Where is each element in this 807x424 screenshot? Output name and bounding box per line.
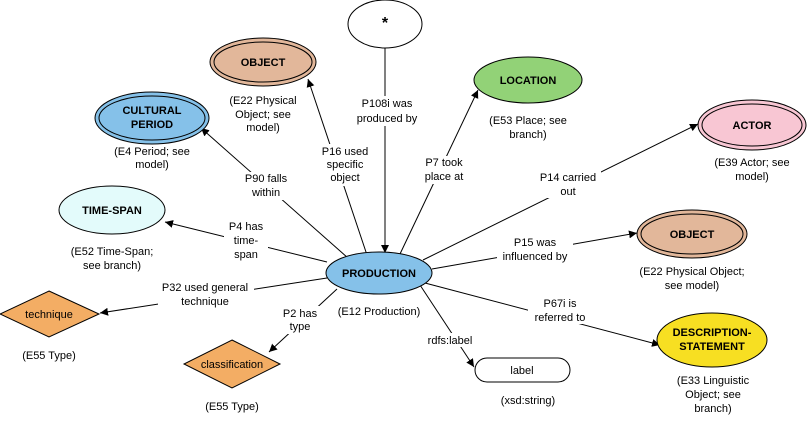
svg-text:*: * xyxy=(382,15,389,32)
svg-text:P4 has: P4 has xyxy=(229,221,264,233)
svg-text:P90 falls: P90 falls xyxy=(245,173,288,185)
svg-text:P16 used: P16 used xyxy=(322,146,368,158)
svg-text:(E55 Type): (E55 Type) xyxy=(22,350,76,362)
svg-text:Object; see: Object; see xyxy=(685,389,741,401)
svg-text:(E53 Place; see: (E53 Place; see xyxy=(489,115,567,127)
svg-text:model): model) xyxy=(735,171,769,183)
svg-text:specific: specific xyxy=(327,159,364,171)
svg-text:PERIOD: PERIOD xyxy=(131,119,173,131)
svg-text:model): model) xyxy=(246,122,280,134)
svg-text:(E22 Physical: (E22 Physical xyxy=(229,95,296,107)
node-description-statement[interactable]: DESCRIPTION- STATEMENT (E33 Linguistic O… xyxy=(656,312,768,415)
edge-label-rdfs: rdfs:label xyxy=(418,333,482,347)
svg-text:Object; see: Object; see xyxy=(235,109,291,121)
svg-text:(E52 Time-Span;: (E52 Time-Span; xyxy=(71,246,154,258)
node-object-top[interactable]: OBJECT (E22 Physical Object; see model) xyxy=(209,37,317,134)
svg-text:ACTOR: ACTOR xyxy=(733,120,772,132)
node-label[interactable]: label (xsd:string) xyxy=(474,357,571,407)
svg-text:P108i was: P108i was xyxy=(362,98,413,110)
svg-text:TIME-SPAN: TIME-SPAN xyxy=(82,205,142,217)
edge-label-p2: P2 has type xyxy=(278,306,324,334)
svg-text:(E22 Physical Object;: (E22 Physical Object; xyxy=(639,266,744,278)
svg-text:P14 carried: P14 carried xyxy=(540,172,596,184)
svg-text:branch): branch) xyxy=(509,129,546,141)
svg-text:produced by: produced by xyxy=(357,113,418,125)
edge-label-p14: P14 carried out xyxy=(535,170,601,198)
svg-text:LOCATION: LOCATION xyxy=(500,75,557,87)
node-production[interactable]: PRODUCTION (E12 Production) xyxy=(325,251,433,318)
svg-text:branch): branch) xyxy=(694,403,731,415)
svg-text:P32 used general: P32 used general xyxy=(162,282,248,294)
svg-text:within: within xyxy=(251,187,280,199)
svg-text:model): model) xyxy=(135,159,169,171)
svg-text:classification: classification xyxy=(201,359,263,371)
edge-label-p15: P15 was influenced by xyxy=(497,235,573,263)
svg-text:(E33 Linguistic: (E33 Linguistic xyxy=(677,375,750,387)
svg-text:(E4 Period; see: (E4 Period; see xyxy=(114,146,190,158)
svg-text:PRODUCTION: PRODUCTION xyxy=(342,268,416,280)
node-cultural-period[interactable]: CULTURAL PERIOD (E4 Period; see model) xyxy=(94,91,210,171)
edge-label-p7: P7 took place at xyxy=(420,156,468,184)
svg-text:CULTURAL: CULTURAL xyxy=(122,105,181,117)
edge-rdfs xyxy=(419,284,475,368)
edge-label-p32: P32 used general technique xyxy=(158,280,254,308)
svg-text:P15 was: P15 was xyxy=(514,237,557,249)
edge-label-p4: P4 has time- span xyxy=(224,218,268,262)
svg-text:(E12 Production): (E12 Production) xyxy=(338,306,421,318)
svg-text:(E55 Type): (E55 Type) xyxy=(205,401,259,413)
node-classification[interactable]: classification (E55 Type) xyxy=(182,339,282,413)
svg-text:see branch): see branch) xyxy=(83,260,141,272)
svg-text:rdfs:label: rdfs:label xyxy=(428,335,473,347)
svg-text:technique: technique xyxy=(25,309,73,321)
svg-text:P67i is: P67i is xyxy=(543,298,577,310)
svg-text:(xsd:string): (xsd:string) xyxy=(501,395,555,407)
svg-text:P7 took: P7 took xyxy=(425,157,463,169)
node-technique[interactable]: technique (E55 Type) xyxy=(0,290,101,362)
svg-text:OBJECT: OBJECT xyxy=(241,57,286,69)
edge-label-p108i: P108i was produced by xyxy=(355,96,423,126)
svg-text:referred to: referred to xyxy=(535,312,586,324)
svg-text:P2 has: P2 has xyxy=(283,308,318,320)
svg-text:object: object xyxy=(330,172,359,184)
edge-label-p90: P90 falls within xyxy=(241,172,291,200)
svg-text:see model): see model) xyxy=(665,280,719,292)
svg-text:technique: technique xyxy=(181,296,229,308)
svg-text:type: type xyxy=(290,321,311,333)
svg-text:time-: time- xyxy=(234,235,259,247)
svg-text:(E39 Actor; see: (E39 Actor; see xyxy=(714,157,789,169)
svg-text:OBJECT: OBJECT xyxy=(670,229,715,241)
svg-text:STATEMENT: STATEMENT xyxy=(679,341,745,353)
node-time-span[interactable]: TIME-SPAN (E52 Time-Span; see branch) xyxy=(58,185,166,272)
svg-text:label: label xyxy=(510,365,533,377)
svg-text:span: span xyxy=(234,249,258,261)
node-location[interactable]: LOCATION (E53 Place; see branch) xyxy=(473,56,583,141)
svg-text:place at: place at xyxy=(425,171,464,183)
svg-text:DESCRIPTION-: DESCRIPTION- xyxy=(673,327,752,339)
edge-label-p67i: P67i is referred to xyxy=(528,296,592,324)
edge-label-p16: P16 used specific object xyxy=(322,144,368,186)
svg-text:out: out xyxy=(560,186,575,198)
edges xyxy=(99,48,699,368)
edge-labels: P108i was produced by P16 used specific … xyxy=(158,96,601,347)
node-object-right[interactable]: OBJECT (E22 Physical Object; see model) xyxy=(636,209,748,292)
node-actor[interactable]: ACTOR (E39 Actor; see model) xyxy=(697,99,807,183)
node-star[interactable]: * xyxy=(347,0,423,49)
svg-text:influenced by: influenced by xyxy=(503,251,568,263)
